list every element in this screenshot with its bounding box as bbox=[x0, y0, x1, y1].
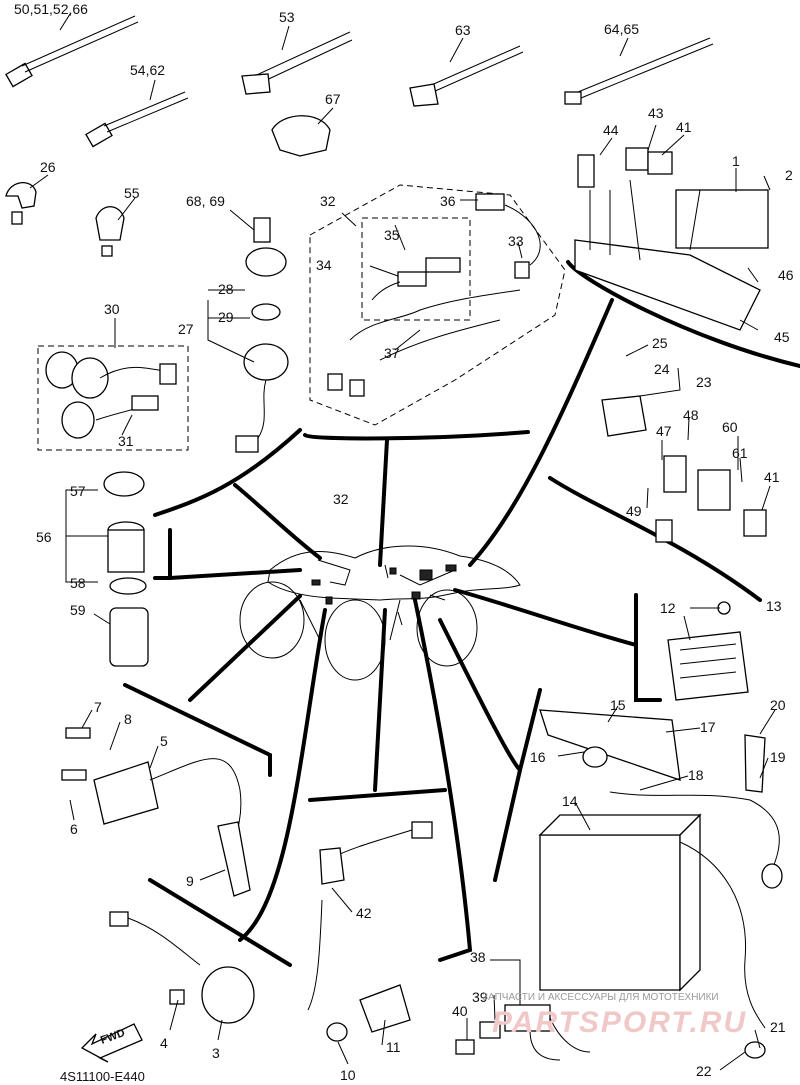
callout-23: 23 bbox=[696, 374, 712, 390]
neutral-switch-and-sensor bbox=[307, 821, 433, 1042]
callout-32b: 32 bbox=[333, 491, 349, 507]
relay-and-fuse-group bbox=[601, 395, 767, 543]
callout-68-69: 68, 69 bbox=[186, 193, 225, 209]
callout-57: 57 bbox=[70, 483, 86, 499]
callout-32a: 32 bbox=[320, 193, 336, 209]
callout-2: 2 bbox=[785, 167, 793, 183]
callout-47: 47 bbox=[656, 423, 672, 439]
ecu-bracket-assembly bbox=[574, 147, 769, 331]
callout-31: 31 bbox=[118, 433, 134, 449]
cable-ties bbox=[5, 15, 714, 148]
pickup-coil bbox=[109, 911, 255, 1024]
callout-50-51-52-66: 50,51,52,66 bbox=[14, 1, 88, 17]
drawing-code: 4S11100-E440 bbox=[60, 1069, 145, 1084]
callout-63: 63 bbox=[455, 22, 471, 38]
callout-39: 39 bbox=[472, 989, 488, 1005]
callout-54-62: 54,62 bbox=[130, 62, 165, 78]
callout-28: 28 bbox=[218, 281, 234, 297]
callout-34: 34 bbox=[316, 257, 332, 273]
callout-22: 22 bbox=[696, 1063, 712, 1079]
callout-15: 15 bbox=[610, 697, 626, 713]
callout-7: 7 bbox=[94, 699, 102, 715]
callout-41a: 41 bbox=[676, 119, 692, 135]
callout-1: 1 bbox=[732, 153, 740, 169]
callout-4: 4 bbox=[160, 1035, 168, 1051]
callout-19: 19 bbox=[770, 749, 786, 765]
callout-26: 26 bbox=[40, 159, 56, 175]
callout-44: 44 bbox=[603, 122, 619, 138]
callout-30: 30 bbox=[104, 301, 120, 317]
callout-45: 45 bbox=[774, 329, 790, 345]
callout-67: 67 bbox=[325, 91, 341, 107]
callout-49: 49 bbox=[626, 503, 642, 519]
callout-36: 36 bbox=[440, 193, 456, 209]
callout-42: 42 bbox=[356, 905, 372, 921]
callout-leaders bbox=[29, 13, 776, 1071]
accessory-socket bbox=[103, 471, 149, 667]
callout-35: 35 bbox=[384, 227, 400, 243]
callout-3: 3 bbox=[212, 1045, 220, 1061]
callout-48: 48 bbox=[683, 407, 699, 423]
vehicle-outline bbox=[239, 545, 521, 681]
watermark-logo: PARTSPORT.RU bbox=[492, 1006, 747, 1039]
callout-46: 46 bbox=[778, 267, 794, 283]
starter-relay-group bbox=[455, 1004, 591, 1061]
battery-assembly bbox=[538, 709, 783, 1059]
callout-25: 25 bbox=[652, 335, 668, 351]
callout-53: 53 bbox=[279, 9, 295, 25]
callout-11: 11 bbox=[386, 1039, 401, 1055]
callout-17: 17 bbox=[700, 719, 716, 735]
callout-61: 61 bbox=[732, 445, 748, 461]
callout-27: 27 bbox=[178, 321, 194, 337]
callout-5: 5 bbox=[160, 733, 168, 749]
callout-10: 10 bbox=[340, 1067, 356, 1083]
watermark: PARTSPORT.RU ЗАПЧАСТИ И АКСЕССУАРЫ ДЛЯ М… bbox=[482, 992, 747, 1039]
fwd-arrow-icon: FWD bbox=[80, 1023, 143, 1063]
callout-38: 38 bbox=[470, 949, 486, 965]
headlight-sockets bbox=[45, 351, 177, 439]
callout-58: 58 bbox=[70, 575, 86, 591]
callout-labels: 50,51,52,66 53 63 64,65 54,62 67 43 44 4… bbox=[14, 1, 794, 1083]
harness-group-32 bbox=[327, 193, 541, 397]
callout-56: 56 bbox=[36, 529, 52, 545]
callout-55: 55 bbox=[124, 185, 140, 201]
callout-12: 12 bbox=[660, 600, 676, 616]
watermark-text: ЗАПЧАСТИ И АКСЕССУАРЫ ДЛЯ МОТОТЕХНИКИ bbox=[482, 992, 719, 1003]
callout-43: 43 bbox=[648, 105, 664, 121]
callout-29: 29 bbox=[218, 309, 234, 325]
callout-37: 37 bbox=[384, 345, 400, 361]
callout-20: 20 bbox=[770, 697, 786, 713]
clamps bbox=[5, 115, 331, 257]
callout-33: 33 bbox=[508, 233, 524, 249]
callout-13: 13 bbox=[766, 598, 782, 614]
callout-8: 8 bbox=[124, 711, 132, 727]
callout-60: 60 bbox=[722, 419, 738, 435]
callout-41b: 41 bbox=[764, 469, 780, 485]
callout-40: 40 bbox=[452, 1003, 468, 1019]
callout-18: 18 bbox=[688, 767, 704, 783]
dashed-group-32 bbox=[309, 184, 566, 426]
callout-21: 21 bbox=[770, 1019, 786, 1035]
main-switch-assembly bbox=[235, 217, 289, 453]
callout-24: 24 bbox=[654, 361, 670, 377]
callout-64-65: 64,65 bbox=[604, 21, 639, 37]
callout-14: 14 bbox=[562, 793, 578, 809]
rectifier-regulator bbox=[667, 601, 749, 701]
ignition-coil bbox=[61, 727, 251, 897]
callout-16: 16 bbox=[530, 749, 546, 765]
callout-6: 6 bbox=[70, 821, 78, 837]
callout-59: 59 bbox=[70, 602, 86, 618]
callout-9: 9 bbox=[186, 873, 194, 889]
dashed-group-30 bbox=[37, 345, 189, 451]
